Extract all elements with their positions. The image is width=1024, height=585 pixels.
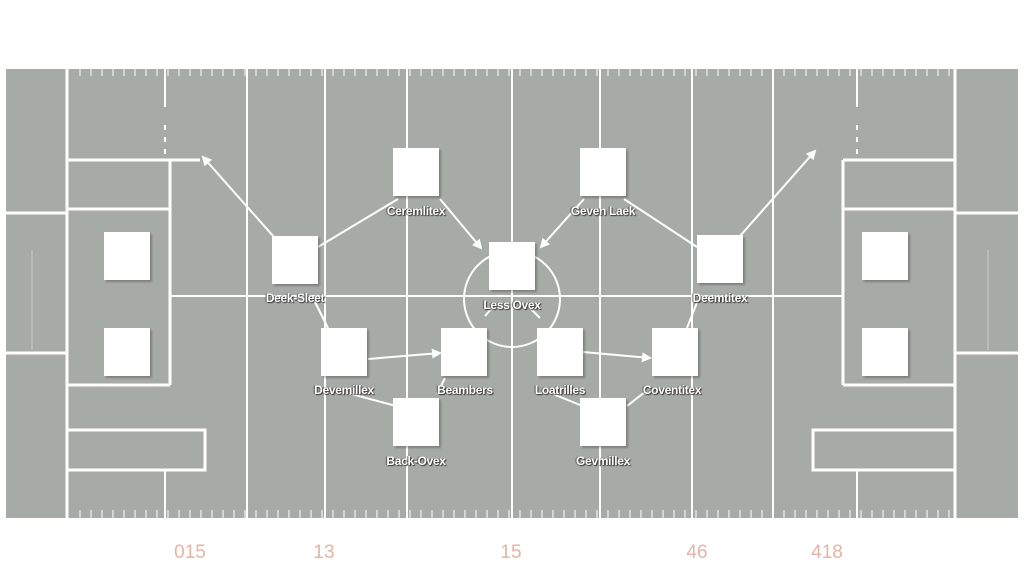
connector-lines [313, 198, 699, 408]
node-gevmillex[interactable] [580, 398, 626, 446]
node-right-upper-box[interactable] [862, 232, 908, 280]
node-left-lower-box[interactable] [104, 328, 150, 376]
label-gevmillex: Gevmillex [575, 454, 631, 468]
node-loatrilles[interactable] [537, 328, 583, 376]
node-devemillex[interactable] [321, 328, 367, 376]
node-beambers[interactable] [441, 328, 487, 376]
end-zone-marks [31, 250, 989, 350]
node-deek-sleet[interactable] [272, 236, 318, 284]
right-zone-structure [512, 158, 957, 472]
arrow-devemillex-to-beambers [367, 348, 442, 360]
node-ceremlitex[interactable] [393, 148, 439, 196]
yard-marker: 46 [686, 542, 708, 563]
label-coventitex: Coventitex [642, 383, 702, 397]
label-less-ovex: Less Ovex [483, 298, 541, 312]
tick-marks [79, 69, 950, 518]
label-deemtitex: Deemtitex [692, 291, 748, 305]
node-geven-laek[interactable] [580, 148, 626, 196]
yard-marker: 15 [500, 542, 522, 563]
node-less-ovex[interactable] [489, 242, 535, 290]
label-deek-sleet: Deek-Sleet [265, 291, 325, 305]
label-geven-laek: Geven Laek [570, 204, 636, 218]
label-loatrilles: Loatrilles [534, 383, 586, 397]
yard-marker: 13 [313, 542, 335, 563]
node-coventitex[interactable] [652, 328, 698, 376]
node-left-upper-box[interactable] [104, 232, 150, 280]
yard-marker: 015 [174, 542, 206, 563]
label-back-ovex: Back-Ovex [386, 454, 446, 468]
node-back-ovex[interactable] [393, 398, 439, 446]
arrow-ceremlitex-to-less-ovex [439, 198, 483, 250]
arrow-deemtitex-to-right-hash [739, 149, 817, 237]
arrow-deek-sleet-to-left-hash [201, 155, 275, 238]
node-right-lower-box[interactable] [862, 328, 908, 376]
hash-lines [164, 69, 858, 518]
route-arrows [201, 149, 817, 363]
label-ceremlitex: Ceremlitex [386, 204, 446, 218]
left-zone-structure [65, 158, 512, 472]
label-devemillex: Devemillex [314, 383, 374, 397]
label-beambers: Beambers [437, 383, 493, 397]
node-deemtitex[interactable] [697, 235, 743, 283]
yard-marker: 418 [811, 542, 843, 563]
arrow-loatrilles-to-coventitex [582, 351, 652, 363]
arrow-geven-laek-to-less-ovex [539, 198, 585, 249]
